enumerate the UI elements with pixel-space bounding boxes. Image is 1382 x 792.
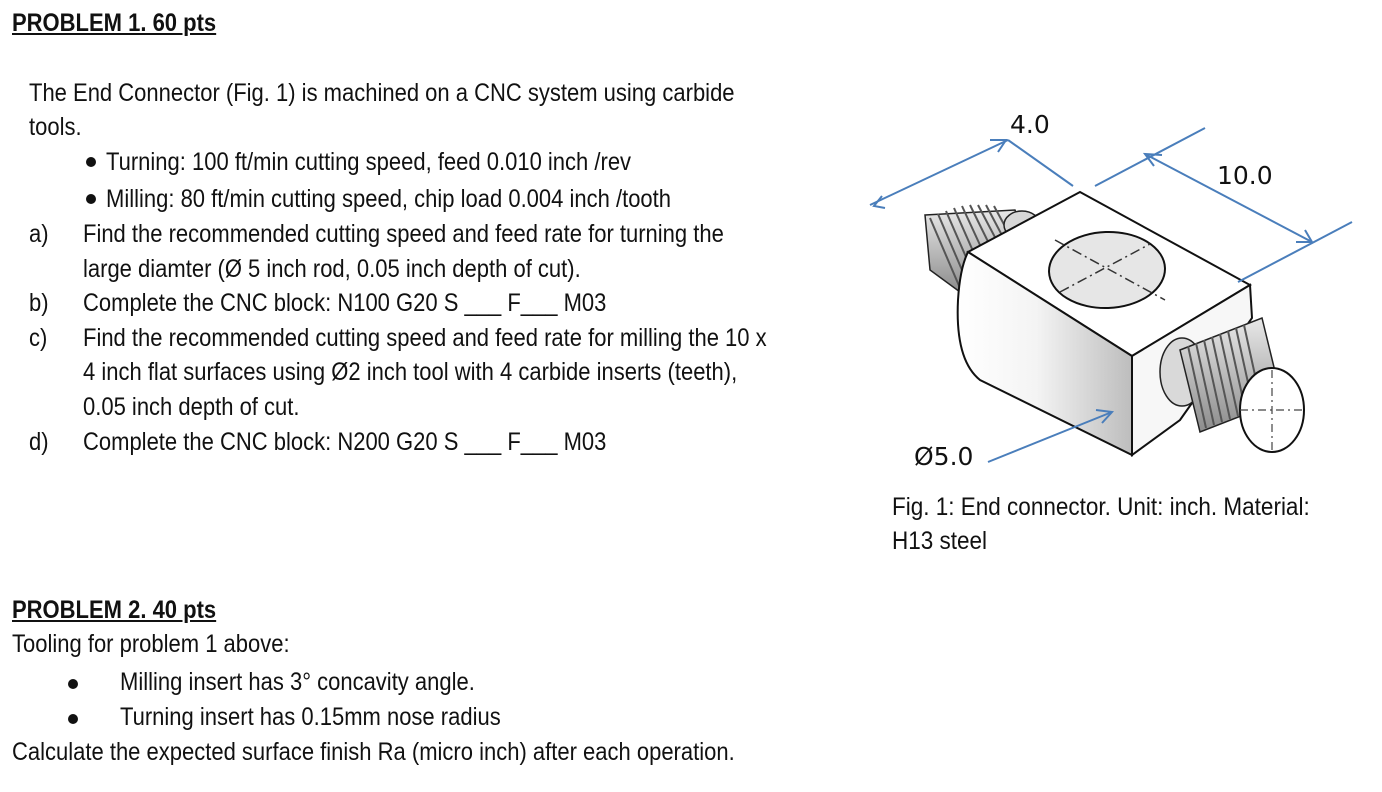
bullet-dot xyxy=(68,679,78,689)
item-a-line2: large diamter (Ø 5 inch rod, 0.05 inch d… xyxy=(83,255,581,283)
problem2-intro: Tooling for problem 1 above: xyxy=(12,630,290,658)
length-dimension-label: 10.0 xyxy=(1217,161,1273,190)
problem1-intro-line1: The End Connector (Fig. 1) is machined o… xyxy=(29,79,735,107)
dimension-lines xyxy=(869,127,1353,463)
item-a-line1: Find the recommended cutting speed and f… xyxy=(83,220,724,248)
item-c-label: c) xyxy=(29,324,48,352)
diameter-dimension-label: Ø5.0 xyxy=(914,442,973,471)
turning-insert-bullet: Turning insert has 0.15mm nose radius xyxy=(120,703,501,731)
bullet-dot xyxy=(86,194,96,204)
item-a-label: a) xyxy=(29,220,49,248)
turning-bullet: Turning: 100 ft/min cutting speed, feed … xyxy=(106,148,632,176)
bullet-dot xyxy=(68,714,78,724)
problem1-heading: PROBLEM 1. 60 pts xyxy=(12,9,217,37)
item-b-line1: Complete the CNC block: N100 G20 S ___ F… xyxy=(83,289,607,317)
item-c-line1: Find the recommended cutting speed and f… xyxy=(83,324,767,352)
item-b-label: b) xyxy=(29,289,49,317)
milling-bullet: Milling: 80 ft/min cutting speed, chip l… xyxy=(106,185,672,213)
problem2-heading: PROBLEM 2. 40 pts xyxy=(12,596,217,624)
width-dimension-label: 4.0 xyxy=(1010,110,1050,139)
drilled-hole xyxy=(1048,230,1166,310)
item-d-line1: Complete the CNC block: N200 G20 S ___ F… xyxy=(83,428,607,456)
milling-insert-bullet: Milling insert has 3° concavity angle. xyxy=(120,668,475,696)
problem1-intro-line2: tools. xyxy=(29,113,82,141)
bullet-dot xyxy=(86,157,96,167)
item-c-line2: 4 inch flat surfaces using Ø2 inch tool … xyxy=(83,358,738,386)
item-d-label: d) xyxy=(29,428,49,456)
problem2-conclusion: Calculate the expected surface finish Ra… xyxy=(12,738,735,766)
end-connector-figure: 4.0 10.0 Ø5.0 xyxy=(869,110,1353,471)
figure-caption-line1: Fig. 1: End connector. Unit: inch. Mater… xyxy=(892,493,1310,521)
item-c-line3: 0.05 inch depth of cut. xyxy=(83,393,300,421)
figure-caption-line2: H13 steel xyxy=(892,527,988,555)
right-thread xyxy=(1159,316,1305,453)
